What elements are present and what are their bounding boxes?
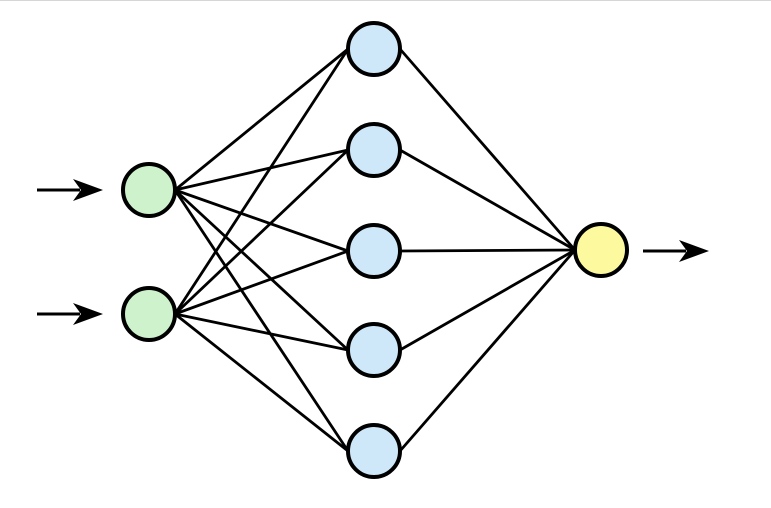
edge-hidden-1-to-output-1 — [398, 48, 577, 251]
edge-hidden-3-to-output-1 — [399, 248, 576, 253]
edge-input-1-to-hidden-5 — [173, 189, 350, 452]
edge-hidden-2-to-output-1 — [399, 148, 576, 252]
edge-input-2-to-hidden-3 — [174, 249, 349, 316]
edge-input-2-to-hidden-5 — [174, 312, 349, 453]
input-1-node — [121, 162, 177, 218]
hidden-5-node — [346, 423, 402, 479]
edge-input-1-to-hidden-1 — [174, 47, 349, 192]
hidden-1-node — [346, 21, 402, 77]
input-2-node — [121, 286, 177, 342]
hidden-4-node — [346, 322, 402, 378]
input-arrow-1-icon — [37, 179, 103, 201]
edge-input-1-to-hidden-3 — [174, 188, 349, 253]
top-border-line — [0, 0, 771, 1]
edge-input-2-to-hidden-1 — [173, 48, 350, 315]
hidden-2-node — [346, 122, 402, 178]
edge-input-2-to-hidden-2 — [174, 148, 349, 316]
hidden-3-node — [346, 223, 402, 279]
edge-input-1-to-hidden-4 — [174, 188, 349, 352]
input-arrow-2-icon — [37, 303, 103, 325]
output-1-node — [573, 222, 629, 278]
edge-hidden-5-to-output-1 — [398, 249, 577, 452]
edge-input-1-to-hidden-2 — [174, 148, 349, 192]
edge-hidden-4-to-output-1 — [399, 248, 576, 352]
edge-input-2-to-hidden-4 — [174, 312, 349, 352]
output-arrow-icon — [643, 240, 709, 262]
